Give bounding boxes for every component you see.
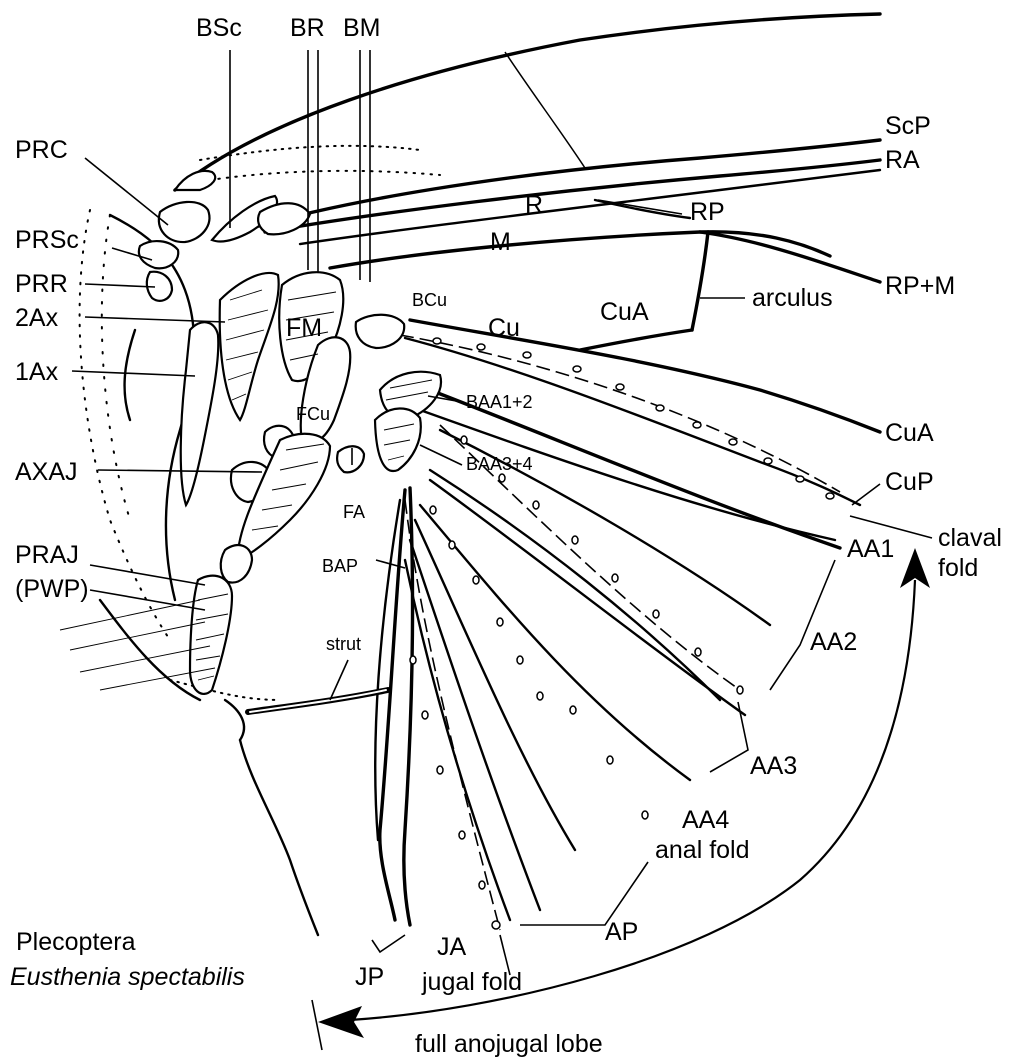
vein-M <box>330 232 830 268</box>
label-FM: FM <box>286 314 322 342</box>
leader-PRR-2 <box>90 590 205 610</box>
label-BM: BM <box>343 14 381 42</box>
vein-JP-2 <box>375 500 400 840</box>
label-FCu: FCu <box>296 404 330 424</box>
leader-RP <box>598 200 682 214</box>
caption-order: Plecoptera <box>16 928 136 956</box>
wing-hind-margin <box>240 740 318 935</box>
label-AA1: AA1 <box>847 535 894 563</box>
label-jugal-fold: jugal fold <box>421 968 522 996</box>
sclerite-PRC <box>159 202 210 242</box>
leader-1Ax <box>72 371 195 376</box>
leader-PRC <box>85 158 168 225</box>
label-AA3: AA3 <box>750 752 797 780</box>
vein-AA1-twin <box>420 410 835 540</box>
vein-RP <box>595 200 690 218</box>
label-RP-M: RP+M <box>885 272 955 300</box>
label-PWP: (PWP) <box>15 575 89 603</box>
leader-strut <box>330 660 348 700</box>
label-FA: FA <box>343 502 365 522</box>
leader-2Ax <box>85 317 225 322</box>
sclerite-1Ax <box>181 322 219 505</box>
label-M: M <box>490 228 511 256</box>
vein-AA3-twin <box>430 480 745 715</box>
leader-AA2 <box>770 560 835 690</box>
sclerite-humeral <box>175 171 215 190</box>
label-BAA12: BAA1+2 <box>466 392 533 412</box>
label-AA4: AA4 <box>682 806 729 834</box>
leader-AP <box>520 862 648 925</box>
sclerite-BAA34 <box>375 408 421 471</box>
caption-species: Eusthenia spectabilis <box>10 963 245 991</box>
label-PRC: PRC <box>15 136 68 164</box>
notum-outline-2 <box>125 330 135 420</box>
label-anal-fold: anal fold <box>655 836 750 864</box>
leader-CuP <box>852 484 880 505</box>
anojugal-arrowhead <box>318 1006 364 1038</box>
sclerite-BCu <box>356 315 404 348</box>
label-BAP: BAP <box>322 556 358 576</box>
costal-stipple-2 <box>210 171 440 180</box>
label-AA2: AA2 <box>810 628 857 656</box>
costal-crossvein <box>505 52 585 168</box>
vein-RP-M <box>700 232 880 282</box>
sclerite-PRAJ <box>190 576 232 694</box>
label-2Ax: 2Ax <box>15 304 59 332</box>
leader-BAA34 <box>420 445 462 465</box>
fold-pores <box>410 338 834 929</box>
sclerite-2Ax <box>220 273 279 420</box>
leader-anojugal <box>312 1000 322 1050</box>
leader-JP <box>372 935 405 952</box>
label-AP: AP <box>605 918 638 946</box>
label-PRR: PRR <box>15 270 68 298</box>
label-CuA: CuA <box>885 419 934 447</box>
label-claval: claval <box>938 524 1002 552</box>
vein-R-lower <box>300 170 880 244</box>
vein-AP-2 <box>410 540 540 910</box>
sclerite-lower <box>221 545 252 582</box>
fold-arrows <box>318 548 930 1038</box>
label-RP: RP <box>690 198 725 226</box>
label-strut: strut <box>326 634 361 654</box>
sclerite-PRSc <box>139 241 178 268</box>
label-JP: JP <box>355 963 384 991</box>
label-AXAJ: AXAJ <box>15 458 78 486</box>
label-PRAJ: PRAJ <box>15 541 79 569</box>
wing-base-margin <box>225 700 244 740</box>
label-1Ax: 1Ax <box>15 358 59 386</box>
vein-arculus <box>692 232 708 330</box>
label-full-anojugal-lobe: full anojugal lobe <box>415 1030 603 1058</box>
leader-PRAJ <box>90 565 205 585</box>
costal-margin <box>175 14 880 190</box>
label-CuP: CuP <box>885 468 934 496</box>
label-BCu: BCu <box>412 290 447 310</box>
label-JA: JA <box>437 933 467 961</box>
label-arculus: arculus <box>752 284 833 312</box>
label-Cu: Cu <box>488 314 520 342</box>
leader-PRR <box>85 284 155 287</box>
vein-CuA-cell-border <box>580 330 692 350</box>
sclerite-FA <box>337 446 364 472</box>
lower-stipple <box>170 680 280 700</box>
label-ScP: ScP <box>885 112 931 140</box>
label-BR: BR <box>290 14 325 42</box>
label-CuA-cell: CuA <box>600 298 649 326</box>
label-fold: fold <box>938 554 978 582</box>
sclerite-BR <box>258 203 310 234</box>
label-R: R <box>525 191 543 219</box>
label-BSc: BSc <box>196 14 242 42</box>
label-PRSc: PRSc <box>15 226 79 254</box>
label-BAA34: BAA3+4 <box>466 454 533 474</box>
label-RA: RA <box>885 146 920 174</box>
vein-CuP <box>405 338 860 505</box>
vein-JP <box>404 488 413 925</box>
jugal-outline <box>100 600 200 700</box>
